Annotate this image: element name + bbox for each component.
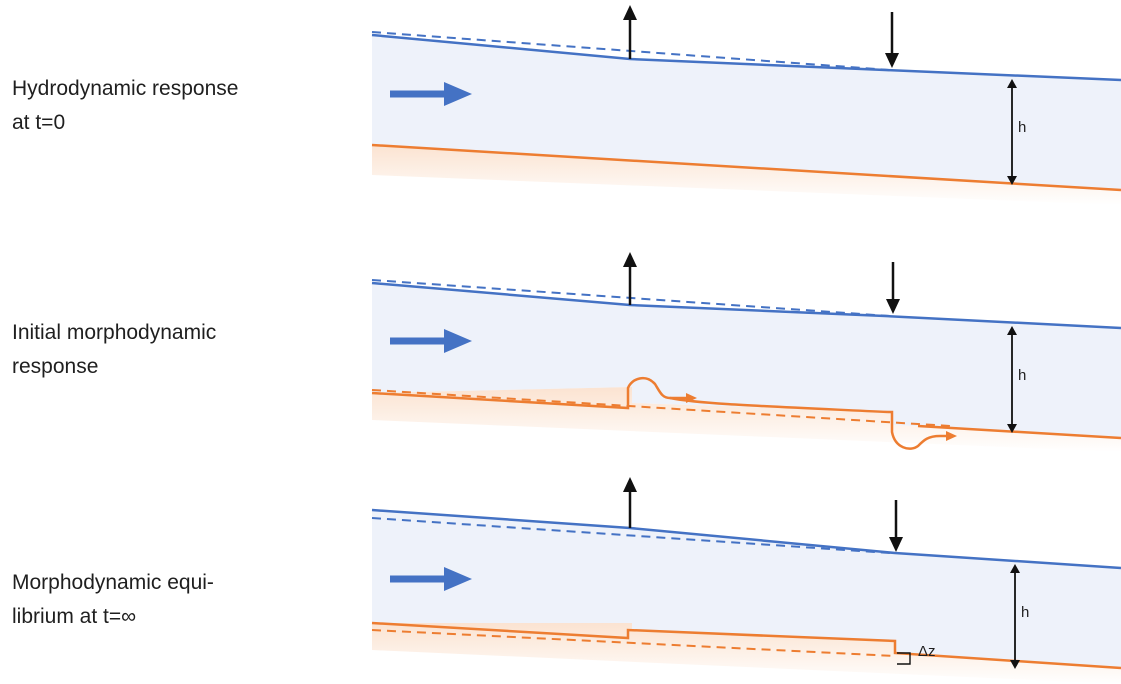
water-surface: [371, 281, 1121, 330]
arrow-down-icon: [885, 12, 899, 68]
water-surface: [371, 508, 1121, 570]
row-label-line: at t=0: [12, 111, 66, 134]
row-label-hydrodynamic-response: Hydrodynamic response at t=0: [12, 72, 238, 140]
bed-line-aggradation: [371, 376, 690, 410]
bed-shading: [372, 145, 1121, 205]
row-label-line: librium at t=∞: [12, 605, 137, 628]
depth-arrow-icon: [1007, 79, 1017, 185]
row-label-line: Morphodynamic equi-: [12, 571, 214, 594]
bed-line: [371, 143, 1121, 192]
panel-morphodynamic-equilibrium: Δz h: [371, 477, 1121, 684]
initial-bed-dashed: [371, 629, 896, 657]
step-label: Δz: [918, 643, 936, 660]
flow-arrow-icon: [390, 567, 472, 591]
arrow-up-icon: [623, 5, 637, 59]
depth-label: h: [1021, 604, 1029, 621]
row-label-line: response: [12, 355, 99, 378]
flow-arrow-icon: [390, 82, 472, 106]
arrow-up-icon: [623, 477, 637, 528]
water-body: [372, 283, 1121, 438]
depth-label: h: [1018, 119, 1026, 136]
arrow-down-icon: [889, 500, 903, 552]
initial-bed-dashed: [371, 389, 951, 427]
panel-hydrodynamic-response: h: [371, 5, 1121, 205]
water-body: [372, 510, 1121, 668]
depth-arrow-icon: [1010, 564, 1020, 669]
water-body: [372, 35, 1121, 190]
row-label-morphodynamic-equilibrium: Morphodynamic equi- librium at t=∞: [12, 566, 214, 634]
flow-arrow-icon: [390, 329, 472, 353]
bed-line-middle: [669, 396, 889, 414]
depth-label: h: [1018, 367, 1026, 384]
initial-water-surface-dashed: [371, 517, 891, 554]
arrow-down-icon: [886, 262, 900, 314]
depth-arrow-icon: [1007, 326, 1017, 433]
sediment-arrow-icon: [946, 431, 957, 441]
row-label-initial-morphodynamic-response: Initial morphodynamic response: [12, 316, 216, 384]
bed-shading: [372, 623, 1121, 684]
row-label-line: Initial morphodynamic: [12, 321, 217, 344]
bed-line-downstream: [917, 424, 1121, 440]
bed-line: [371, 621, 1121, 670]
panel-initial-morphodynamic-response: h: [371, 252, 1121, 452]
bed-line-erosion: [888, 410, 950, 450]
water-surface: [371, 33, 1121, 82]
row-label-line: Hydrodynamic response: [12, 77, 239, 100]
arrow-up-icon: [623, 252, 637, 305]
delta-z-bracket-icon: [897, 652, 911, 665]
